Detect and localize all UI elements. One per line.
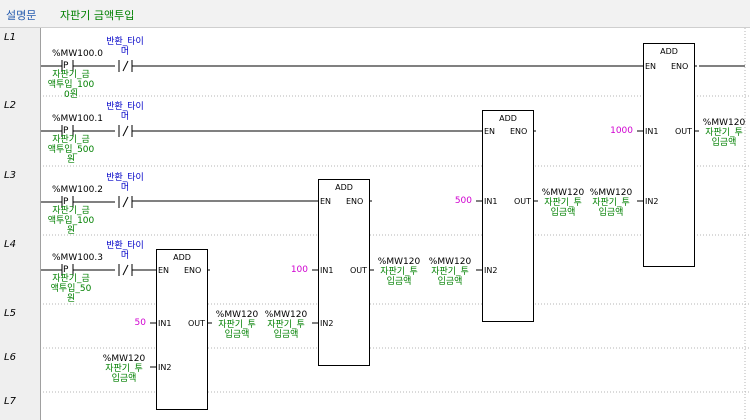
rung-gutter: L2 [0, 96, 41, 166]
in2-address: %MW120 [102, 354, 146, 364]
pin-out: OUT [675, 127, 693, 136]
rung-label: L3 [4, 170, 16, 181]
rung-label: L6 [4, 352, 16, 363]
rung-label: L1 [4, 32, 16, 43]
out-address: %MW120 [541, 188, 585, 198]
contact-address: %MW100.1 [52, 114, 103, 124]
add-function-block[interactable]: ADD [482, 110, 534, 322]
add-function-block[interactable]: ADD [156, 249, 208, 410]
rung-gutter: L6 [0, 348, 41, 392]
pin-in1: IN1 [158, 319, 172, 328]
add-function-block[interactable]: ADD [318, 179, 370, 366]
rung-label: L7 [4, 396, 16, 407]
in1-constant: 50 [134, 318, 146, 328]
pin-eno: ENO [671, 62, 689, 71]
block-name: ADD [660, 47, 678, 56]
pin-en: EN [484, 127, 496, 136]
ladder-header: 설명문 자판기 금액투입 [0, 0, 750, 28]
p-contact-symbol: P [63, 126, 69, 136]
pin-in2: IN2 [158, 363, 172, 372]
out-address: %MW120 [377, 257, 421, 267]
pin-en: EN [645, 62, 657, 71]
header-comment: 자판기 금액투입 [60, 9, 135, 22]
in2-address: %MW120 [264, 310, 308, 320]
rung-gutter: L5 [0, 304, 41, 348]
rung-label: L5 [4, 308, 16, 319]
in1-constant: 100 [290, 265, 308, 275]
pin-in2: IN2 [320, 319, 334, 328]
p-contact-symbol: P [63, 265, 69, 275]
rung-label: L4 [4, 239, 16, 250]
p-contact-symbol: P [63, 197, 69, 207]
pin-eno: ENO [346, 197, 364, 206]
contact-address: %MW100.3 [52, 253, 103, 263]
pin-in1: IN1 [645, 127, 659, 136]
pin-en: EN [158, 266, 170, 275]
contact-address: %MW100.0 [52, 49, 103, 59]
in1-constant: 500 [454, 196, 472, 206]
n-contact-slash [122, 264, 129, 276]
in2-address: %MW120 [428, 257, 472, 267]
rung-gutter: L3 [0, 166, 41, 235]
block-name: ADD [499, 114, 517, 123]
pin-en: EN [320, 197, 332, 206]
header-label: 설명문 [6, 9, 37, 22]
rung-gutter: L1 [0, 28, 41, 96]
rung-gutter: L4 [0, 235, 41, 304]
pin-eno: ENO [184, 266, 202, 275]
rung-label: L2 [4, 100, 16, 111]
pin-out: OUT [350, 266, 368, 275]
block-name: ADD [335, 183, 353, 192]
pin-out: OUT [514, 197, 532, 206]
n-contact-slash [122, 196, 129, 208]
n-contact-slash [122, 125, 129, 137]
contact-address: %MW100.2 [52, 185, 103, 195]
pin-eno: ENO [510, 127, 528, 136]
in2-address: %MW120 [589, 188, 633, 198]
pin-in2: IN2 [484, 266, 498, 275]
in1-constant: 1000 [610, 126, 633, 136]
pin-in1: IN1 [320, 266, 334, 275]
pin-out: OUT [188, 319, 206, 328]
pin-in2: IN2 [645, 197, 659, 206]
pin-in1: IN1 [484, 197, 498, 206]
rung-gutter: L7 [0, 392, 41, 420]
out-address: %MW120 [215, 310, 259, 320]
n-contact-slash [122, 60, 129, 72]
add-function-block[interactable]: ADD [643, 43, 695, 267]
p-contact-symbol: P [63, 61, 69, 71]
out-address: %MW120 [702, 118, 746, 128]
block-name: ADD [173, 253, 191, 262]
